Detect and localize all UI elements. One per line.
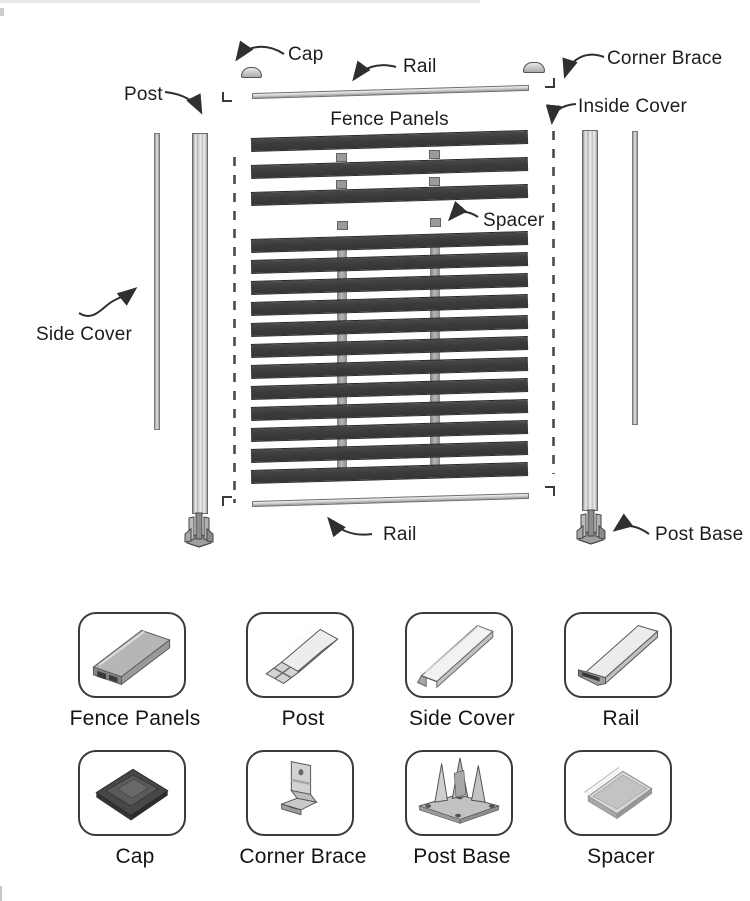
- corner-mark: [222, 496, 232, 506]
- fence-slat: [250, 157, 529, 179]
- spacer-part: [336, 153, 347, 162]
- inside-cover-arrow: [545, 103, 577, 125]
- fence-slat: [250, 399, 529, 421]
- cap-part: [241, 67, 262, 78]
- rail-icon: [577, 625, 659, 686]
- corner-mark: [545, 78, 555, 88]
- fence-slat: [250, 441, 529, 463]
- thumb-corner-brace: [246, 750, 354, 836]
- fence-slat: [250, 462, 529, 484]
- thumb-post: [246, 612, 354, 698]
- fence-slat: [250, 130, 529, 152]
- side-cover-part: [632, 131, 638, 425]
- post-base-icon: [417, 757, 501, 824]
- rail-top-label: Rail: [403, 56, 437, 77]
- fence-slat: [250, 252, 529, 274]
- thumb-cap: [78, 750, 186, 836]
- catalog-label-spacer: Spacer: [587, 845, 655, 868]
- catalog-label-cap: Cap: [115, 845, 155, 868]
- rail-bottom-part: [251, 492, 530, 508]
- fence-slat: [250, 294, 529, 316]
- scan-artifact: [0, 8, 4, 16]
- spacer-part: [430, 218, 441, 227]
- spacer-label: Spacer: [483, 210, 545, 231]
- post-label: Post: [124, 84, 163, 105]
- fence-slat: [250, 315, 529, 337]
- corner-mark: [222, 92, 232, 102]
- inside-cover-label: Inside Cover: [578, 96, 688, 117]
- catalog-label-post-base: Post Base: [413, 845, 511, 868]
- thumb-rail: [564, 612, 672, 698]
- fence-slat: [250, 336, 529, 358]
- scan-artifact: [0, 0, 480, 3]
- fence-slat: [250, 420, 529, 442]
- corner-brace-label: Corner Brace: [607, 48, 723, 69]
- rail-bottom-label: Rail: [383, 524, 417, 545]
- catalog-label-post: Post: [281, 707, 325, 730]
- spacer-part: [336, 180, 347, 189]
- catalog-label-fence-panels: Fence Panels: [69, 707, 201, 730]
- post-base-part: [576, 509, 606, 545]
- post-base-arrow: [612, 513, 650, 535]
- side-cover-label: Side Cover: [36, 324, 132, 345]
- thumb-fence-panels: [78, 612, 186, 698]
- cap-icon: [95, 768, 169, 821]
- fence-panels-label: Fence Panels: [330, 109, 449, 130]
- catalog-label-side-cover: Side Cover: [409, 707, 515, 730]
- fence-panels-icon: [92, 629, 171, 686]
- corner-mark: [545, 486, 555, 496]
- post-part: [192, 133, 208, 514]
- corner-brace-icon: [280, 761, 318, 816]
- spacer-column: [337, 240, 347, 478]
- post-arrow: [164, 91, 203, 115]
- post-base-label: Post Base: [655, 524, 744, 545]
- thumb-side-cover: [405, 612, 513, 698]
- catalog-label-corner-brace: Corner Brace: [239, 845, 367, 868]
- thumb-post-base: [405, 750, 513, 836]
- rail-top-arrow: [352, 60, 397, 82]
- side-cover-icon: [416, 624, 494, 689]
- post-icon: [265, 620, 339, 685]
- corner-brace-arrow: [562, 53, 605, 79]
- spacer-icon: [583, 766, 653, 820]
- catalog-label-rail: Rail: [602, 707, 640, 730]
- spacer-part: [429, 150, 440, 159]
- cap-label: Cap: [288, 44, 324, 65]
- spacer-part: [337, 221, 348, 230]
- post-part: [582, 130, 598, 511]
- scan-artifact: [0, 886, 2, 901]
- rail-bottom-arrow: [327, 516, 373, 538]
- cap-arrow: [235, 40, 285, 62]
- fence-slat: [250, 273, 529, 295]
- post-base-part: [184, 512, 214, 548]
- spacer-part: [429, 177, 440, 186]
- side-cover-part: [154, 133, 160, 430]
- fence-slat: [250, 184, 529, 206]
- side-cover-arrow: [78, 287, 138, 317]
- spacer-arrow: [448, 200, 479, 222]
- cap-part: [523, 62, 545, 73]
- fence-slat: [250, 357, 529, 379]
- fence-slat: [250, 378, 529, 400]
- fence-slat: [250, 231, 529, 253]
- rail-top-part: [251, 84, 530, 100]
- spacer-column: [430, 237, 440, 475]
- thumb-spacer: [564, 750, 672, 836]
